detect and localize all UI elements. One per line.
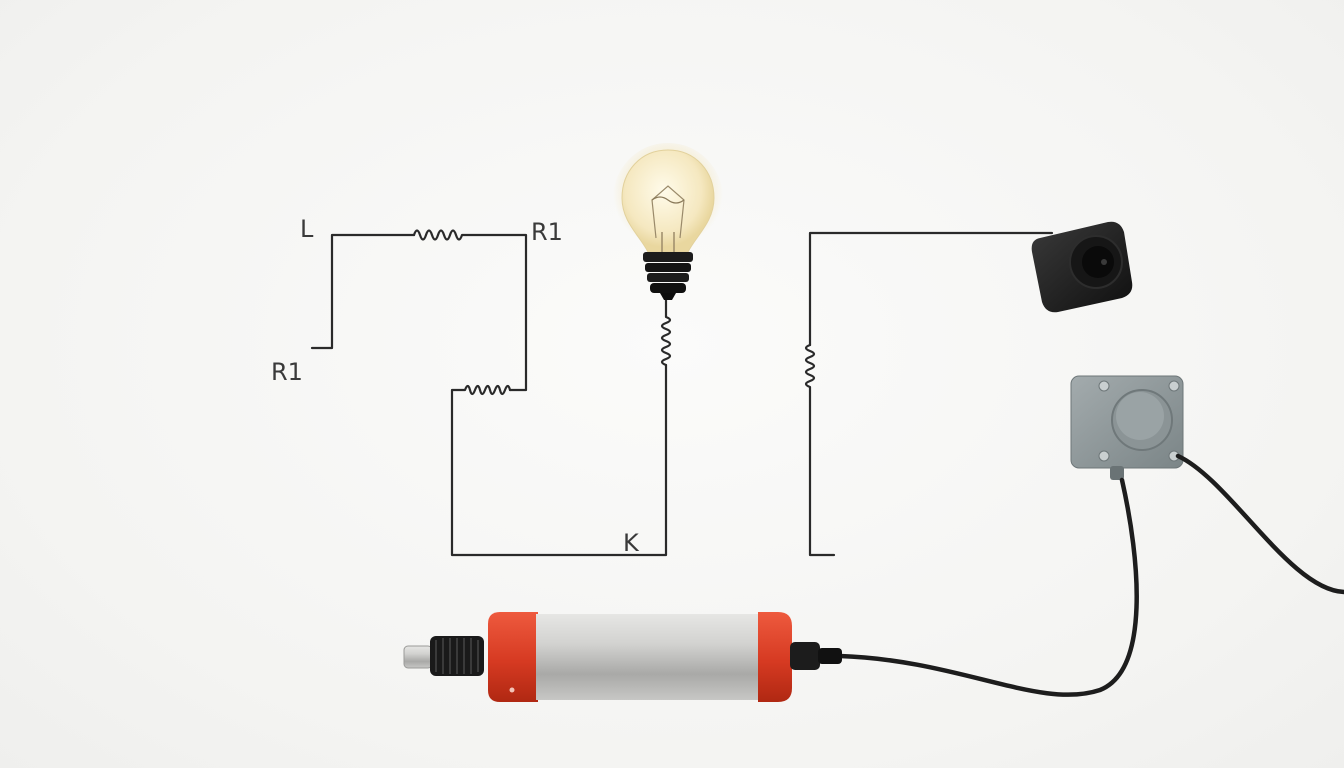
- cables: [837, 453, 1344, 697]
- junction-box-icon: [1070, 375, 1184, 480]
- right-circuit-wire: [804, 231, 1054, 557]
- battery-icon: [403, 612, 842, 702]
- left-circuit-wire: [310, 229, 672, 557]
- label-l: L: [300, 215, 314, 243]
- label-k: K: [623, 529, 640, 557]
- rotary-knob-icon: [1031, 221, 1133, 313]
- light-bulb-icon: [613, 143, 723, 300]
- label-r1-left: R1: [271, 358, 303, 386]
- label-r1-top: R1: [531, 218, 563, 246]
